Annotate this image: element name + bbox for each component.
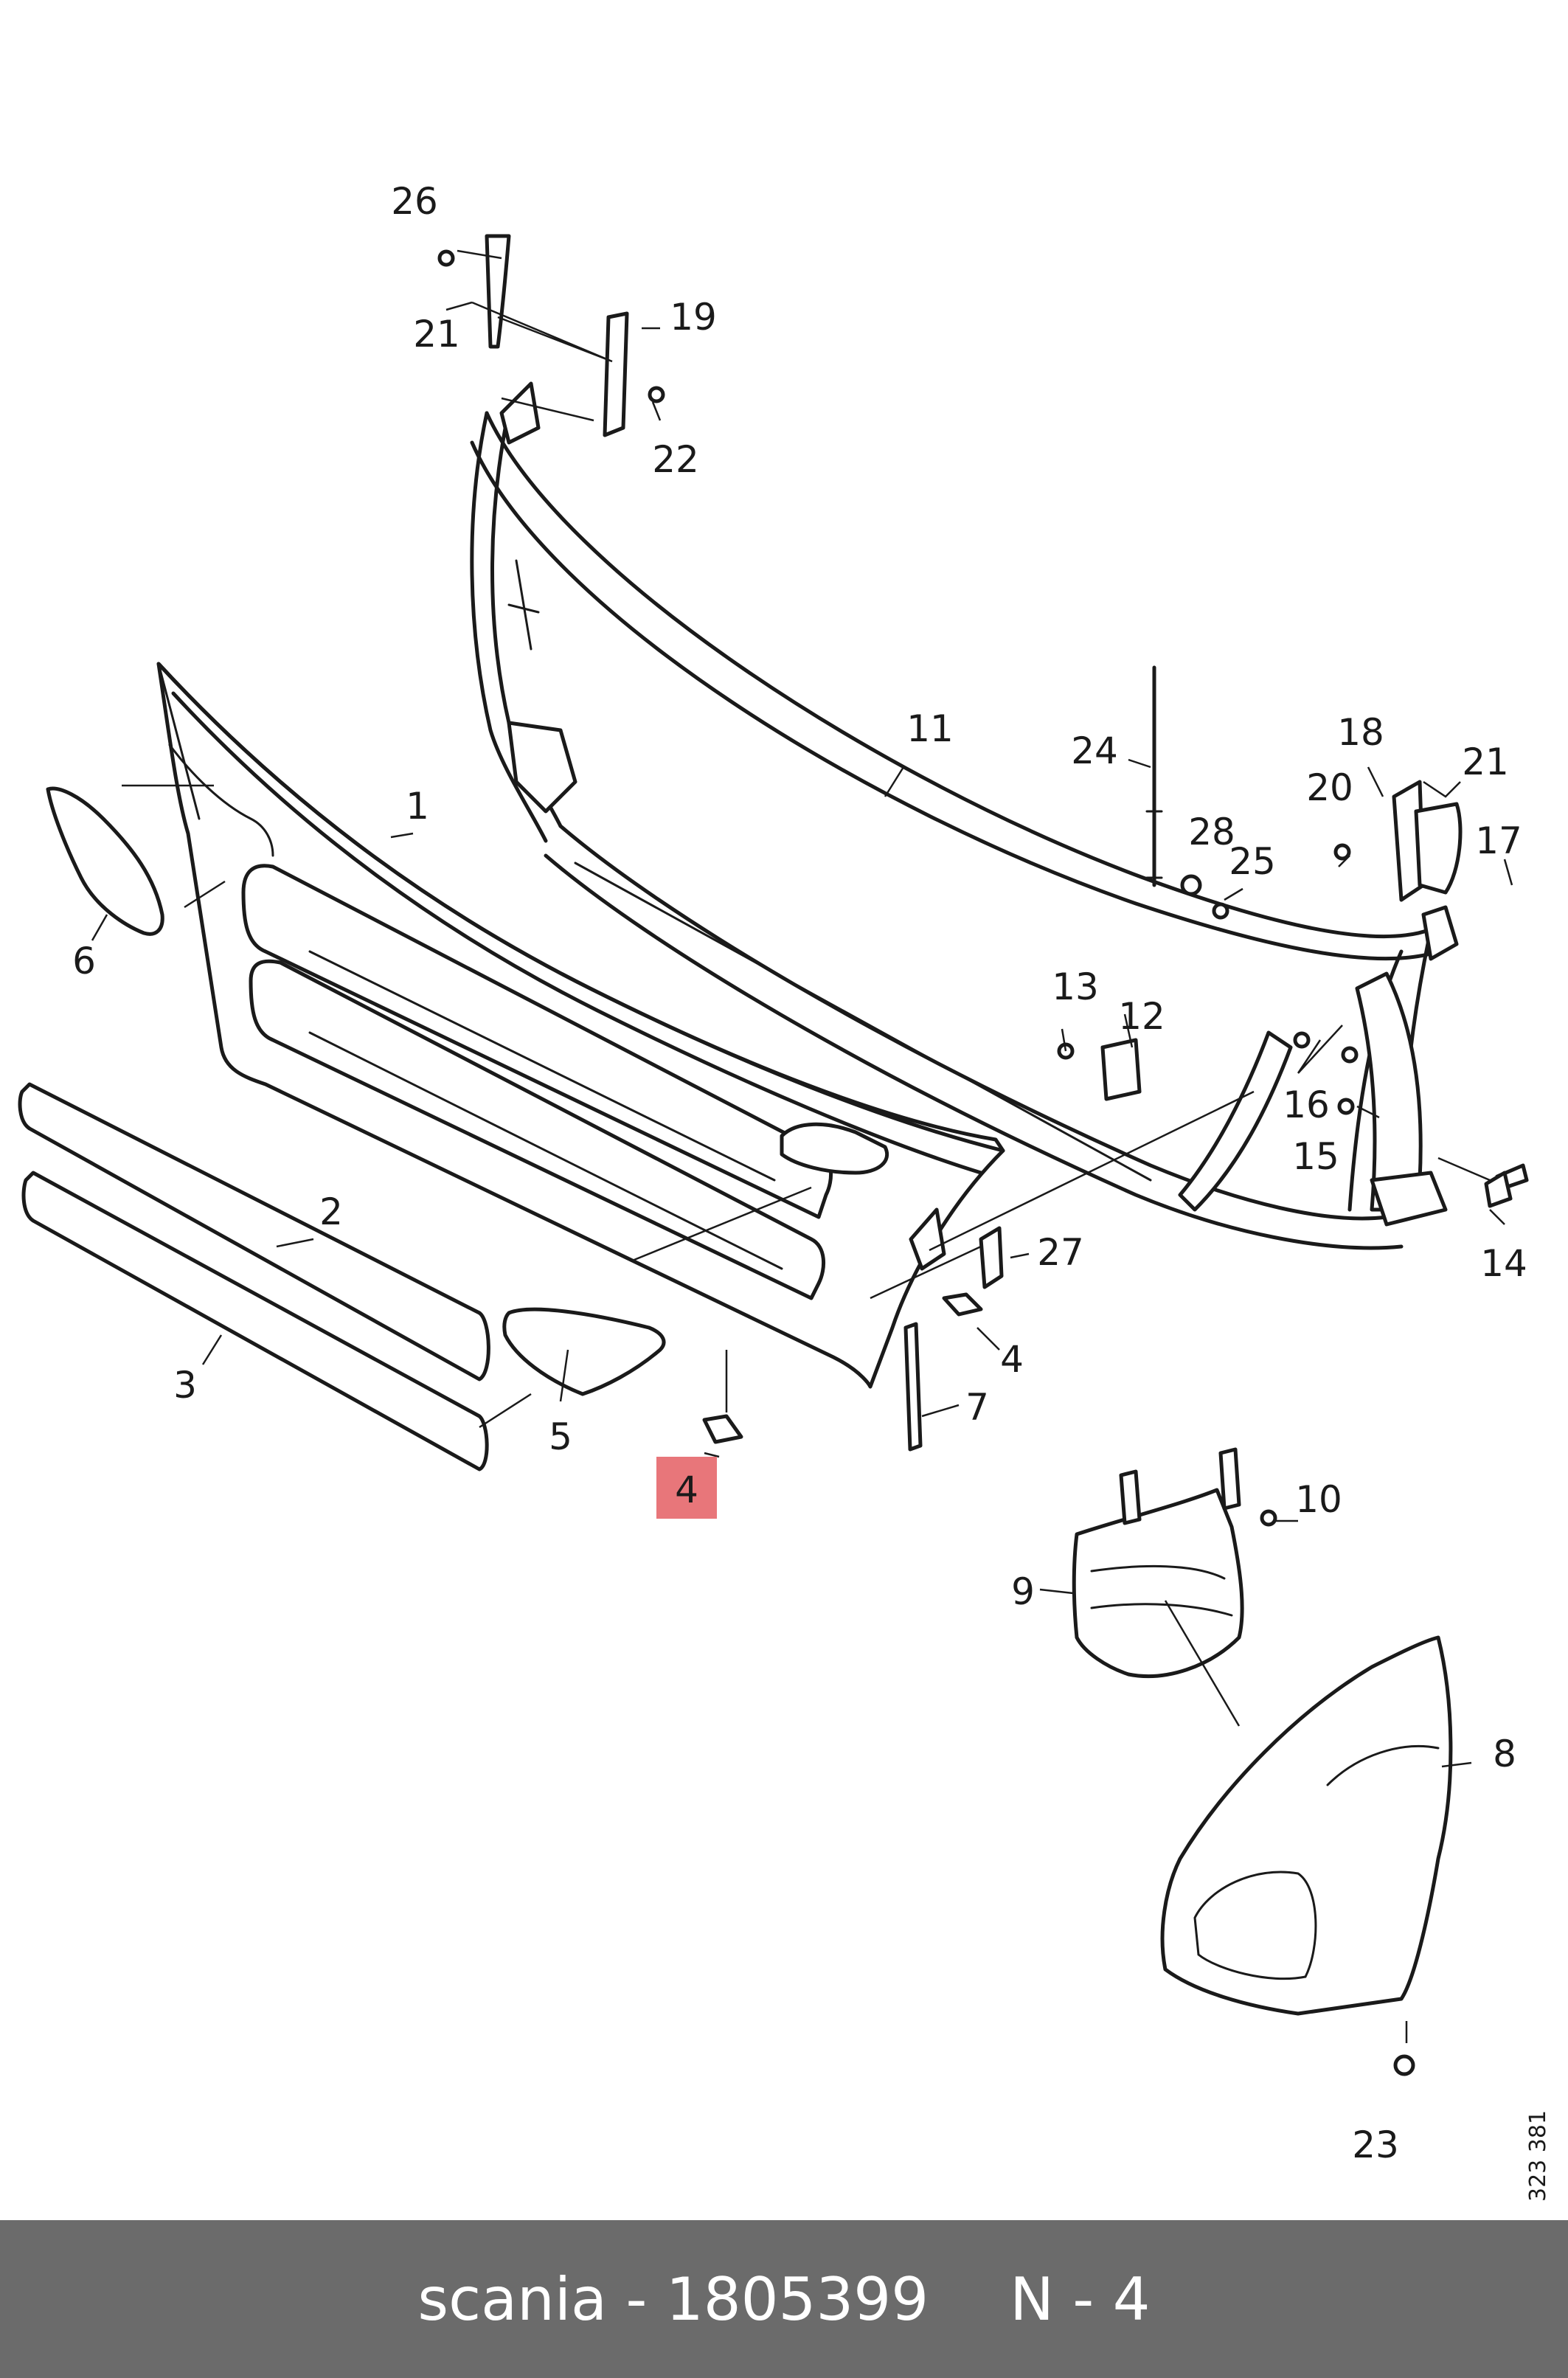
inner-panel-part-9 (1072, 1488, 1244, 1678)
lamp-cover-part-6 (46, 786, 164, 936)
callout-15: 15 (1292, 1135, 1339, 1178)
bracket-part-27 (979, 1226, 1004, 1289)
callout-6: 6 (72, 940, 96, 982)
upper-frame-part-11 (470, 381, 1459, 1250)
callout-16: 16 (1283, 1084, 1330, 1126)
highlighted-callout: 4 (656, 1457, 717, 1519)
callout-1: 1 (406, 785, 429, 828)
callout-25: 25 (1229, 840, 1276, 883)
grille-slat-part-3 (21, 1171, 489, 1471)
callout-21-right: 21 (1462, 741, 1509, 783)
callout-14: 14 (1480, 1242, 1527, 1285)
callout-2: 2 (319, 1190, 343, 1233)
footer-bar: scania - 1805399 N - 4 (0, 2220, 1568, 2378)
callout-13: 13 (1052, 966, 1099, 1008)
drawing-number: 323 381 (1525, 2110, 1551, 2202)
exploded-view-drawing: 1 2 3 4 5 6 7 8 9 10 11 12 13 14 15 16 1… (18, 180, 1551, 2202)
callout-28: 28 (1188, 811, 1235, 853)
grille-slat-part-2 (18, 1082, 490, 1382)
fasteners (437, 234, 1529, 2076)
callout-labels: 1 2 3 4 5 6 7 8 9 10 11 12 13 14 15 16 1… (72, 180, 1527, 2166)
callout-20: 20 (1306, 766, 1353, 809)
callout-4-upper: 4 (1000, 1338, 1024, 1381)
callout-19: 19 (670, 296, 717, 339)
callout-23: 23 (1352, 2124, 1399, 2166)
callout-8: 8 (1493, 1733, 1516, 1775)
front-grille-panel-part-1 (156, 662, 1005, 1389)
gas-strut-part-24 (1145, 665, 1163, 887)
callout-21-left: 21 (413, 313, 460, 356)
strip-part-7 (903, 1322, 923, 1452)
callout-22: 22 (652, 438, 699, 481)
separator: - (625, 2264, 648, 2334)
callout-11: 11 (906, 707, 954, 750)
callout-7: 7 (965, 1386, 989, 1429)
callout-24: 24 (1071, 729, 1118, 772)
callout-4-highlighted: 4 (675, 1469, 698, 1511)
part-number: 1805399 (665, 2264, 929, 2334)
callout-26: 26 (391, 180, 438, 223)
side-trim-part-5 (502, 1307, 666, 1396)
callout-27: 27 (1037, 1231, 1084, 1274)
callout-9: 9 (1011, 1570, 1035, 1613)
clip-part-4-lower (702, 1414, 743, 1444)
clip-part-4-upper (942, 1292, 983, 1317)
callout-18: 18 (1337, 711, 1384, 754)
callout-5: 5 (549, 1415, 572, 1458)
callout-17: 17 (1475, 819, 1522, 862)
brand-label: scania (417, 2264, 608, 2334)
corner-cover-part-8 (1160, 1635, 1453, 2016)
callout-12: 12 (1118, 995, 1165, 1038)
callout-3: 3 (173, 1364, 197, 1407)
callout-10: 10 (1295, 1478, 1342, 1521)
position-label: N - 4 (1010, 2264, 1151, 2334)
highlight-box (656, 1457, 717, 1519)
leader-lines (91, 249, 1513, 2043)
